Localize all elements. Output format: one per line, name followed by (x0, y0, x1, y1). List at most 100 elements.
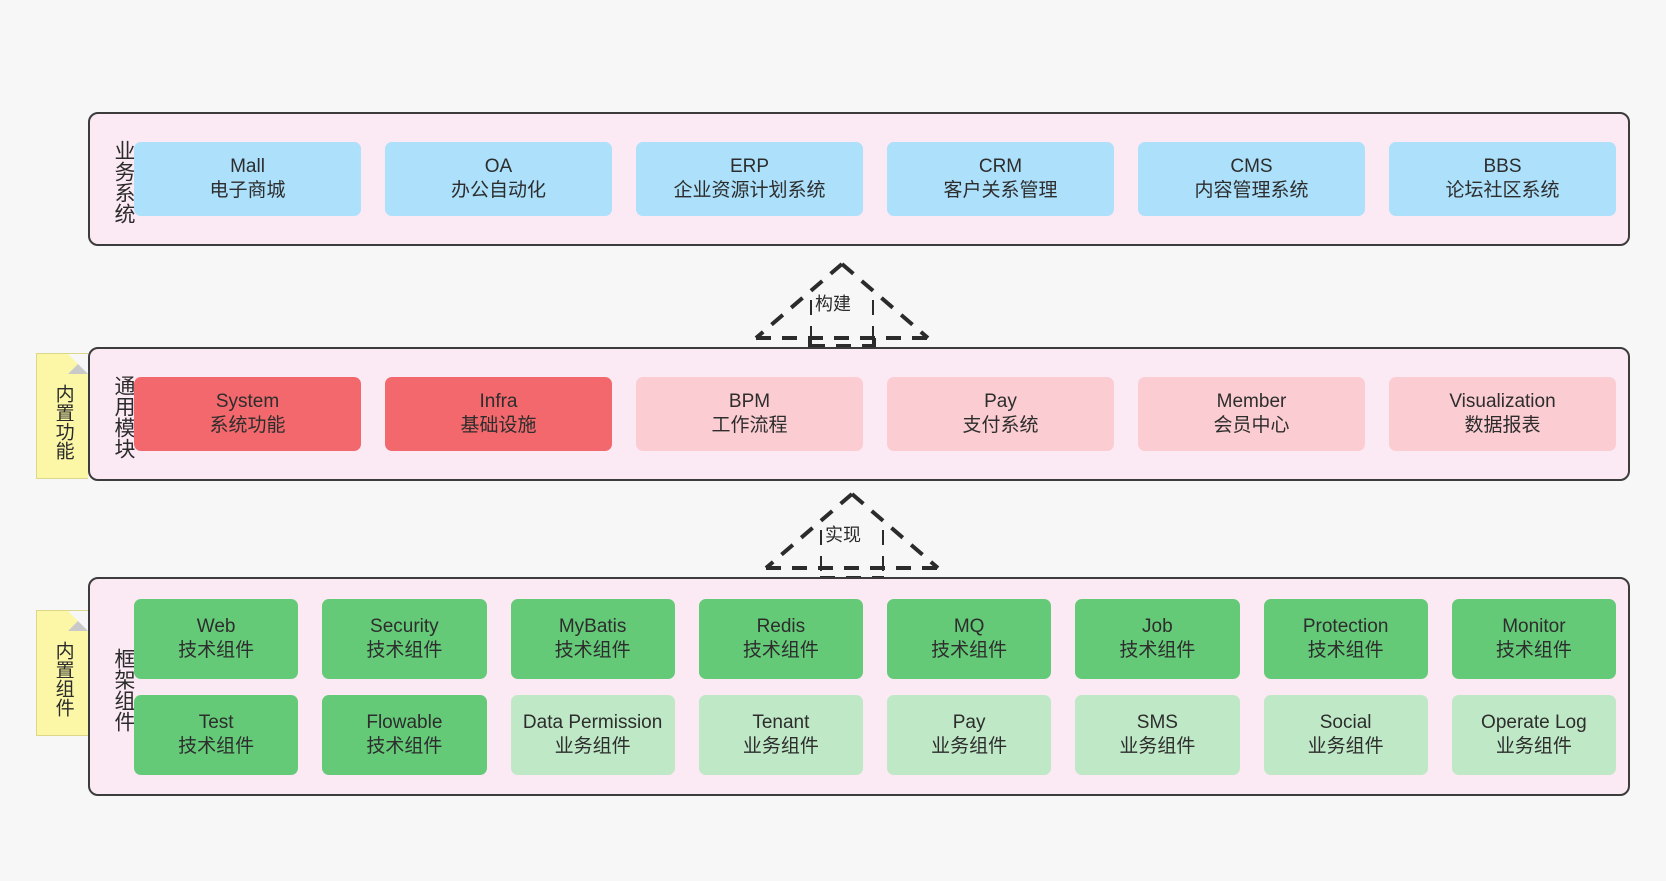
card-flowable[interactable]: Flowable 技术组件 (322, 694, 487, 775)
card-crm[interactable]: CRM 客户关系管理 (887, 142, 1114, 216)
connector-build-label: 构建 (815, 294, 851, 314)
sticky-note-builtin-component: 内置组件 (36, 610, 88, 736)
card-social-desc: 业务组件 (1307, 735, 1384, 757)
card-cms-name: CMS (1230, 156, 1273, 178)
card-pay-module-desc: 支付系统 (962, 415, 1039, 436)
card-tenant-name: Tenant (752, 711, 810, 733)
card-data-permission-name: Data Permission (522, 711, 663, 733)
card-web-name: Web (196, 615, 236, 637)
card-mq-name: MQ (953, 615, 985, 637)
card-web-desc: 技术组件 (178, 639, 255, 661)
layer-title-framework-component: 框架组件 (112, 647, 135, 732)
card-infra-name: Infra (479, 391, 518, 413)
layer-title-common-module: 通用模块 (112, 375, 135, 459)
card-cms-desc: 内容管理系统 (1194, 180, 1309, 201)
card-job[interactable]: Job 技术组件 (1075, 598, 1240, 679)
card-erp[interactable]: ERP 企业资源计划系统 (636, 142, 863, 216)
card-member-desc: 会员中心 (1213, 415, 1290, 436)
layer-common-module: 通用模块 System 系统功能 Infra 基础设施 BPM 工作流程 Pay… (88, 347, 1630, 481)
layer-body-framework-component: Web 技术组件 Security 技术组件 MyBatis 技术组件 Redi… (134, 579, 1628, 794)
card-data-permission-desc: 业务组件 (554, 735, 631, 757)
card-mall-desc: 电子商城 (209, 180, 286, 201)
card-job-desc: 技术组件 (1119, 639, 1196, 661)
card-mybatis-desc: 技术组件 (554, 639, 631, 661)
card-system-name: System (215, 391, 280, 413)
card-erp-desc: 企业资源计划系统 (673, 180, 826, 201)
card-bbs[interactable]: BBS 论坛社区系统 (1389, 142, 1616, 216)
card-redis-name: Redis (756, 615, 806, 637)
layer-body-business-system: Mall 电子商城 OA 办公自动化 ERP 企业资源计划系统 CRM 客户关系… (134, 114, 1628, 244)
card-protection-name: Protection (1302, 615, 1389, 637)
card-monitor-name: Monitor (1502, 615, 1566, 637)
card-visualization-name: Visualization (1449, 391, 1556, 413)
card-mq[interactable]: MQ 技术组件 (887, 598, 1052, 679)
card-redis[interactable]: Redis 技术组件 (698, 598, 863, 679)
card-job-name: Job (1142, 615, 1173, 637)
card-protection[interactable]: Protection 技术组件 (1263, 598, 1428, 679)
card-bbs-desc: 论坛社区系统 (1445, 180, 1560, 201)
card-sms-name: SMS (1136, 711, 1178, 733)
card-bpm[interactable]: BPM 工作流程 (636, 377, 863, 451)
card-crm-name: CRM (978, 156, 1023, 178)
card-tenant-desc: 业务组件 (742, 735, 819, 757)
card-pay-component-name: Pay (952, 711, 986, 733)
layer-title-business-system: 业务系统 (112, 140, 135, 224)
card-mall[interactable]: Mall 电子商城 (134, 142, 361, 216)
card-test[interactable]: Test 技术组件 (134, 694, 299, 775)
card-flowable-desc: 技术组件 (366, 735, 443, 757)
framework-tech-row: Web 技术组件 Security 技术组件 MyBatis 技术组件 Redi… (134, 598, 1616, 679)
layer-body-common-module: System 系统功能 Infra 基础设施 BPM 工作流程 Pay 支付系统… (134, 349, 1628, 479)
card-monitor-desc: 技术组件 (1495, 639, 1572, 661)
card-oa-name: OA (484, 156, 513, 178)
card-social-name: Social (1319, 711, 1372, 733)
card-pay-component-desc: 业务组件 (931, 735, 1008, 757)
card-bbs-name: BBS (1483, 156, 1522, 178)
card-infra-desc: 基础设施 (460, 415, 537, 436)
card-social[interactable]: Social 业务组件 (1263, 694, 1428, 775)
card-infra[interactable]: Infra 基础设施 (385, 377, 612, 451)
card-erp-name: ERP (729, 156, 770, 178)
card-crm-desc: 客户关系管理 (943, 180, 1058, 201)
card-security-name: Security (370, 615, 439, 637)
card-oa[interactable]: OA 办公自动化 (385, 142, 612, 216)
card-visualization[interactable]: Visualization 数据报表 (1389, 377, 1616, 451)
card-pay-component[interactable]: Pay 业务组件 (887, 694, 1052, 775)
connector-implement-label: 实现 (825, 525, 861, 545)
card-security[interactable]: Security 技术组件 (322, 598, 487, 679)
card-mq-desc: 技术组件 (931, 639, 1008, 661)
card-member-name: Member (1216, 391, 1287, 413)
card-visualization-desc: 数据报表 (1464, 415, 1541, 436)
common-module-row: System 系统功能 Infra 基础设施 BPM 工作流程 Pay 支付系统… (134, 377, 1616, 451)
card-sms-desc: 业务组件 (1119, 735, 1196, 757)
card-flowable-name: Flowable (366, 711, 443, 733)
card-operate-log[interactable]: Operate Log 业务组件 (1451, 694, 1616, 775)
card-member[interactable]: Member 会员中心 (1138, 377, 1365, 451)
card-pay-module-name: Pay (984, 391, 1017, 413)
card-data-permission[interactable]: Data Permission 业务组件 (510, 694, 675, 775)
layer-framework-component: 框架组件 Web 技术组件 Security 技术组件 MyBatis 技术组件… (88, 577, 1630, 796)
card-mall-name: Mall (230, 156, 265, 178)
card-test-desc: 技术组件 (178, 735, 255, 757)
card-mybatis[interactable]: MyBatis 技术组件 (510, 598, 675, 679)
card-tenant[interactable]: Tenant 业务组件 (698, 694, 863, 775)
card-operate-log-name: Operate Log (1481, 711, 1587, 733)
framework-biz-row: Test 技术组件 Flowable 技术组件 Data Permission … (134, 694, 1616, 775)
card-sms[interactable]: SMS 业务组件 (1075, 694, 1240, 775)
card-bpm-desc: 工作流程 (711, 415, 788, 436)
card-web[interactable]: Web 技术组件 (134, 598, 299, 679)
card-oa-desc: 办公自动化 (450, 180, 546, 201)
card-test-name: Test (198, 711, 234, 733)
card-monitor[interactable]: Monitor 技术组件 (1451, 598, 1616, 679)
card-bpm-name: BPM (728, 391, 771, 413)
card-security-desc: 技术组件 (366, 639, 443, 661)
card-system[interactable]: System 系统功能 (134, 377, 361, 451)
card-mybatis-name: MyBatis (558, 615, 627, 637)
card-system-desc: 系统功能 (209, 415, 286, 436)
card-operate-log-desc: 业务组件 (1495, 735, 1572, 757)
card-redis-desc: 技术组件 (742, 639, 819, 661)
business-system-row: Mall 电子商城 OA 办公自动化 ERP 企业资源计划系统 CRM 客户关系… (134, 142, 1616, 216)
card-cms[interactable]: CMS 内容管理系统 (1138, 142, 1365, 216)
card-protection-desc: 技术组件 (1307, 639, 1384, 661)
card-pay-module[interactable]: Pay 支付系统 (887, 377, 1114, 451)
sticky-note-builtin-function: 内置功能 (36, 353, 88, 479)
